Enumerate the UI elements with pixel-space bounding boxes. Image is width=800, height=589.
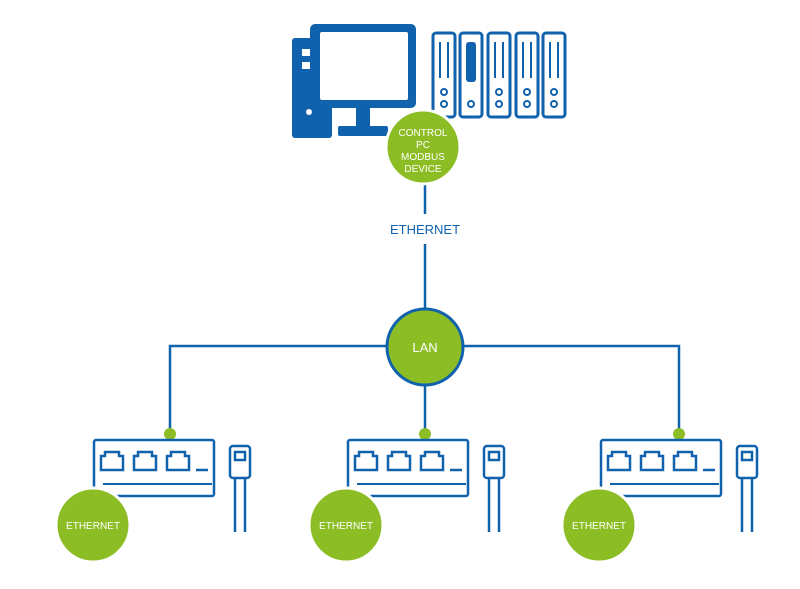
ethernet-switch-icon	[599, 438, 723, 498]
connection-lines	[168, 182, 681, 432]
ethernet-switch-icon	[346, 438, 470, 498]
control-badge-line1: CONTROL	[399, 128, 448, 139]
control-badge-line2: PC	[416, 140, 430, 151]
ethernet-switch-icon	[92, 438, 216, 498]
control-badge-line3: MODBUS	[401, 152, 445, 163]
ethernet-link-label: ETHERNET	[390, 222, 460, 237]
connection-dot	[419, 428, 431, 440]
lan-label: LAN	[412, 340, 437, 355]
rj45-connector-icon	[228, 444, 252, 532]
connection-dot	[673, 428, 685, 440]
network-node-2: ETHERNET	[307, 428, 506, 564]
server-rack-icon	[431, 31, 567, 119]
control-pc-modbus-badge: CONTROL PC MODBUS DEVICE	[384, 108, 462, 186]
node-2-ethernet-badge: ETHERNET	[319, 521, 373, 532]
lan-link-right	[462, 344, 681, 432]
rj45-connector-icon	[735, 444, 759, 532]
rj45-connector-icon	[482, 444, 506, 532]
control-badge-line4: DEVICE	[404, 164, 442, 175]
network-node-1: ETHERNET	[54, 428, 252, 564]
node-3-ethernet-badge: ETHERNET	[572, 521, 626, 532]
node-1-ethernet-badge: ETHERNET	[66, 521, 120, 532]
connection-dot	[164, 428, 176, 440]
network-node-3: ETHERNET	[560, 428, 759, 564]
desktop-computer-icon	[292, 24, 416, 138]
lan-link-left	[168, 344, 388, 432]
lan-hub: LAN	[385, 307, 465, 387]
